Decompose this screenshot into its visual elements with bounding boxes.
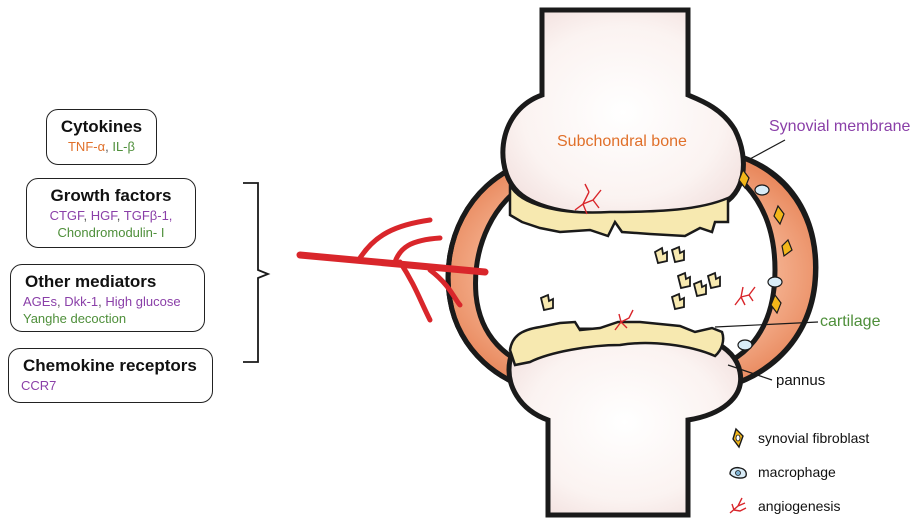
growth-factors-box: Growth factors CTGF, HGF, TGFβ-1, Chondr… xyxy=(26,178,196,248)
bracket xyxy=(243,183,268,362)
growth-factors-title: Growth factors xyxy=(35,185,187,207)
legend-item-angiogenesis: angiogenesis xyxy=(728,494,841,518)
upper-bone xyxy=(503,10,744,215)
subchondral-bone-label: Subchondral bone xyxy=(557,133,687,151)
joint-space xyxy=(492,215,742,330)
growth-factor-item: HGF xyxy=(91,208,117,223)
mediator-item: AGEs xyxy=(23,294,57,309)
chemokine-receptors-box: Chemokine receptors CCR7 xyxy=(8,348,213,403)
cytokines-box: Cytokines TNF-α, IL-β xyxy=(46,109,157,165)
chemokine-receptors-title: Chemokine receptors xyxy=(17,355,204,377)
legend-item-macrophage: macrophage xyxy=(728,460,836,484)
pannus-label: pannus xyxy=(776,372,825,389)
growth-factors-items: CTGF, HGF, TGFβ-1, Chondromodulin- I xyxy=(35,207,187,241)
cytokine-item: IL-β xyxy=(112,139,135,154)
synovial-fibroblast-icon xyxy=(728,427,748,449)
legend-label: angiogenesis xyxy=(758,498,841,514)
cartilage-label: cartilage xyxy=(820,313,880,331)
other-mediators-items: AGEs, Dkk-1, High glucose Yanghe decocti… xyxy=(19,293,196,327)
mediator-item: High glucose xyxy=(105,294,180,309)
legend-label: synovial fibroblast xyxy=(758,430,869,446)
legend-item-synovial-fibroblast: synovial fibroblast xyxy=(728,426,869,450)
chemokine-receptor-item: CCR7 xyxy=(21,378,56,393)
cytokine-item: TNF-α xyxy=(68,139,105,154)
legend-label: macrophage xyxy=(758,464,836,480)
growth-factor-item: TGFβ-1, xyxy=(124,208,173,223)
other-mediators-title: Other mediators xyxy=(19,271,196,293)
angiogenesis-icon xyxy=(728,495,748,517)
synovial-pointer-line xyxy=(748,140,785,160)
mediator-item: Yanghe decoction xyxy=(23,311,126,326)
synovial-membrane-label: Synovial membrane xyxy=(769,118,910,136)
other-mediators-box: Other mediators AGEs, Dkk-1, High glucos… xyxy=(10,264,205,332)
cytokines-items: TNF-α, IL-β xyxy=(55,138,148,155)
macrophage-icon xyxy=(728,461,748,483)
growth-factor-item: Chondromodulin- I xyxy=(58,225,165,240)
mediator-item: Dkk-1 xyxy=(64,294,98,309)
cytokines-title: Cytokines xyxy=(55,116,148,138)
chemokine-receptors-items: CCR7 xyxy=(17,377,204,394)
growth-factor-item: CTGF xyxy=(50,208,84,223)
